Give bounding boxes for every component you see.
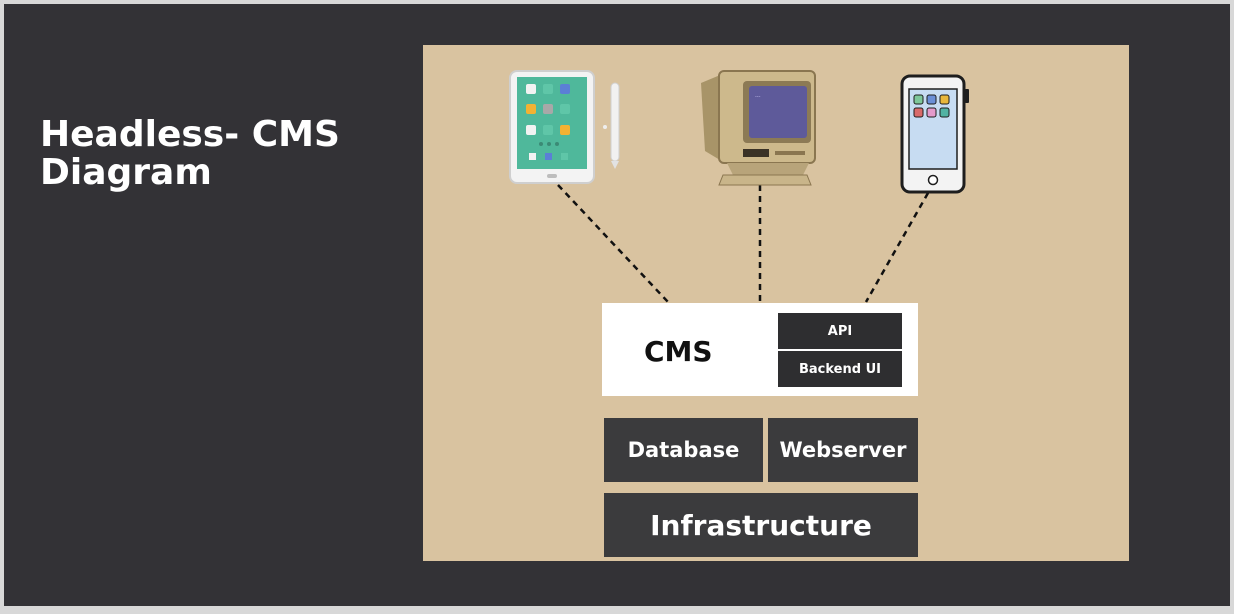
connector-phone	[864, 192, 930, 303]
diagram-panel: --- CMS API Backend UI Database Webser	[423, 45, 1129, 561]
cms-label: CMS	[644, 335, 713, 368]
webserver-block: Webserver	[768, 418, 918, 482]
tablet-icon	[509, 70, 620, 184]
connector-lines	[557, 184, 930, 303]
svg-text:---: ---	[755, 94, 761, 100]
smartphone-icon	[900, 74, 969, 194]
desktop-monitor-icon: ---	[701, 70, 816, 186]
slide-title: Headless- CMS Diagram	[40, 114, 340, 193]
connector-tablet	[557, 184, 669, 303]
backend-ui-block: Backend UI	[778, 351, 902, 387]
database-block: Database	[604, 418, 763, 482]
infrastructure-block: Infrastructure	[604, 493, 918, 557]
api-block: API	[778, 313, 902, 349]
slide: Headless- CMS Diagram	[4, 4, 1230, 606]
cms-box: CMS API Backend UI	[602, 303, 918, 396]
